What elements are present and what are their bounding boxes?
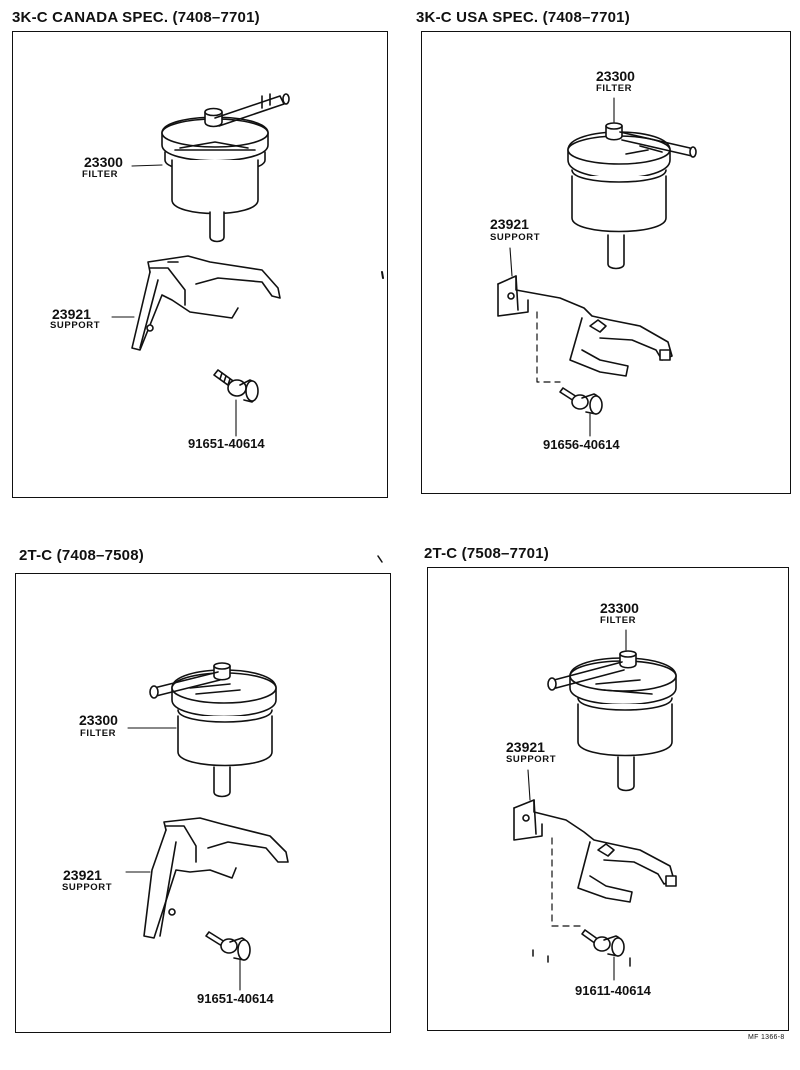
panel-2-filter-name: FILTER (596, 83, 633, 94)
bolt-icon (206, 932, 250, 960)
panel-1-frame (12, 31, 388, 498)
panel-4-filter-name: FILTER (600, 615, 637, 626)
support-bracket-icon (514, 800, 676, 902)
panel-4-support-name: SUPPORT (506, 754, 557, 765)
panel-2-bolt-part-no: 91656-40614 (543, 437, 620, 452)
bolt-icon (560, 388, 602, 414)
panel-1-filter-name: FILTER (82, 169, 119, 180)
panel-3-title: 2T-C (7408–7508) (19, 547, 144, 564)
panel-1-filter-part-no: 23300 (84, 154, 123, 170)
panel-3-frame (15, 573, 391, 1033)
drawing-reference-number: MF 1366-8 (748, 1034, 785, 1041)
panel-1-support-part-no: 23921 (52, 306, 91, 322)
bolt-icon (214, 370, 258, 402)
panel-2-support-part-no: 23921 (490, 216, 529, 232)
panel-3-support-name: SUPPORT (62, 882, 113, 893)
panel-4-filter-part-no: 23300 (600, 600, 639, 616)
fuel-filter-icon (150, 663, 276, 797)
panel-4-bolt-part-no: 91611-40614 (575, 983, 651, 998)
panel-2-frame (421, 31, 791, 494)
bolt-icon (582, 930, 624, 956)
panel-1-bolt-part-no: 91651-40614 (188, 436, 265, 451)
panel-2-support-name: SUPPORT (490, 232, 541, 243)
panel-4-title: 2T-C (7508–7701) (424, 545, 549, 562)
support-bracket-icon (132, 256, 280, 350)
panel-3-bolt-part-no: 91651-40614 (197, 991, 274, 1006)
panel-4-support-part-no: 23921 (506, 739, 545, 755)
panel-3-support-part-no: 23921 (63, 867, 102, 883)
panel-2-filter-part-no: 23300 (596, 68, 635, 84)
panel-1-support-name: SUPPORT (50, 320, 101, 331)
panel-3-filter-name: FILTER (80, 728, 117, 739)
fuel-filter-icon (568, 123, 696, 269)
panel-3-filter-part-no: 23300 (79, 712, 118, 728)
support-bracket-icon (498, 276, 672, 376)
fuel-filter-icon (162, 94, 289, 242)
support-bracket-icon (144, 818, 288, 938)
panel-1-title: 3K-C CANADA SPEC. (7408–7701) (12, 9, 260, 26)
panel-2-title: 3K-C USA SPEC. (7408–7701) (416, 9, 630, 26)
panel-4-frame (427, 567, 789, 1031)
fuel-filter-icon (548, 651, 676, 791)
